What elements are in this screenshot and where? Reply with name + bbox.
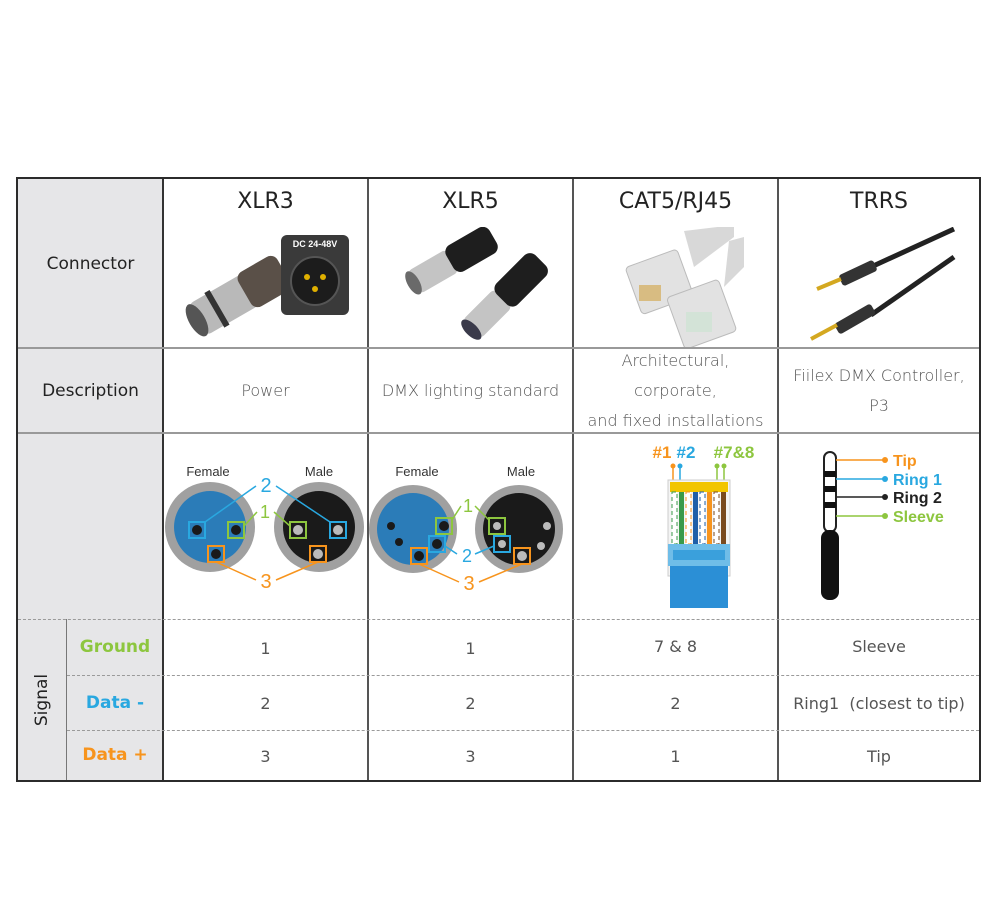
- svg-text:#1: #1: [653, 443, 672, 462]
- row-header-signal: Signal: [18, 619, 67, 780]
- svg-text:2: 2: [260, 475, 271, 497]
- xlr5-connector-photo: [405, 227, 548, 340]
- trrs-data-plus-value: Tip: [867, 746, 891, 766]
- xlr5-description-cell: DMX lighting standard: [369, 349, 572, 432]
- divider: [162, 179, 164, 780]
- trrs-title: TRRS: [850, 189, 908, 214]
- divider: [66, 619, 67, 780]
- xlr3-diagram-cell: Female Male 2 1: [164, 434, 367, 619]
- signal-data-minus-header: Data -: [67, 675, 163, 730]
- xlr5-ground-value: 1: [465, 638, 476, 658]
- row-header-description: Description: [18, 348, 163, 433]
- xlr5-header-cell: XLR5: [369, 179, 572, 347]
- rj45-cable-photo: [625, 227, 744, 347]
- trrs-diagram-cell: Tip Ring 1 Ring 2 Sleeve: [779, 434, 979, 619]
- svg-text:#2: #2: [677, 443, 696, 462]
- trrs-header-cell: TRRS: [779, 179, 979, 347]
- divider: [18, 619, 979, 620]
- xlr3-ground-value: 1: [260, 638, 271, 658]
- trrs-data-minus-value: Ring1 (closest to tip): [793, 694, 965, 713]
- signal-data-plus-header: Data +: [67, 730, 163, 780]
- svg-text:3: 3: [463, 573, 474, 595]
- divider: [18, 432, 979, 434]
- trrs-description-cell: Fiilex DMX Controller, P3: [779, 349, 979, 432]
- xlr3-data-minus-value: 2: [260, 694, 271, 713]
- xlr3-header-cell: XLR3 DC 24-48V: [164, 179, 367, 347]
- xlr3-title: XLR3: [237, 189, 294, 214]
- svg-text:1: 1: [260, 502, 270, 522]
- svg-text:Male: Male: [305, 464, 333, 479]
- signal-data-minus-label: Data -: [85, 692, 145, 713]
- divider: [777, 179, 779, 780]
- divider: [67, 675, 979, 676]
- xlr3-description-cell: Power: [164, 349, 367, 432]
- svg-text:3: 3: [260, 571, 271, 593]
- xlr5-data-minus-value: 2: [465, 694, 476, 713]
- rj45-description-line-1: Architectural,: [621, 350, 730, 370]
- signal-data-plus-label: Data +: [82, 745, 148, 765]
- rj45-ground-value: 7 & 8: [653, 636, 697, 656]
- signal-ground-label: Ground: [79, 637, 151, 657]
- trrs-ground-value: Sleeve: [852, 636, 906, 656]
- trrs-pinout-diagram: Tip Ring 1 Ring 2 Sleeve: [821, 451, 944, 600]
- divider: [67, 730, 979, 731]
- rj45-title: CAT5/RJ45: [618, 189, 733, 214]
- svg-text:DC 24-48V: DC 24-48V: [293, 239, 338, 249]
- xlr3-pinout-diagram: Female Male 2 1: [165, 464, 364, 593]
- rj45-description-line-2: corporate,: [634, 380, 717, 400]
- rj45-description-line-3: and fixed installations: [587, 410, 764, 430]
- svg-text:1: 1: [463, 496, 473, 516]
- row-header-signal-label: Signal: [32, 673, 53, 726]
- xlr3-connector-photo: DC 24-48V: [185, 235, 349, 337]
- xlr3-data-plus-value: 3: [260, 746, 271, 766]
- svg-text:Female: Female: [186, 464, 229, 479]
- xlr3-description: Power: [241, 380, 290, 400]
- svg-text:Female: Female: [395, 464, 438, 479]
- svg-text:Male: Male: [507, 464, 535, 479]
- row-header-connector-label: Connector: [46, 253, 135, 274]
- row-header-connector: Connector: [18, 179, 163, 348]
- xlr5-diagram-cell: Female Male 1: [369, 434, 572, 619]
- svg-text:2: 2: [462, 546, 472, 566]
- signal-ground-header: Ground: [67, 619, 163, 675]
- svg-text:Tip: Tip: [893, 453, 917, 470]
- trrs-description-line-2: P3: [869, 395, 889, 415]
- svg-text:Sleeve: Sleeve: [893, 509, 944, 526]
- xlr5-description: DMX lighting standard: [381, 380, 560, 400]
- rj45-header-cell: CAT5/RJ45: [574, 179, 777, 347]
- rj45-data-minus-value: 2: [670, 694, 681, 713]
- xlr5-data-plus-value: 3: [465, 746, 476, 766]
- svg-text:Ring 1: Ring 1: [893, 472, 942, 489]
- svg-text:Ring 2: Ring 2: [893, 490, 942, 507]
- xlr5-title: XLR5: [442, 189, 499, 214]
- row-header-diagram: [18, 433, 163, 619]
- xlr5-pinout-diagram: Female Male 1: [369, 464, 563, 595]
- row-header-description-label: Description: [42, 380, 139, 401]
- svg-text:#7&8: #7&8: [714, 443, 755, 462]
- trrs-cable-photo: [810, 227, 956, 341]
- rj45-description-cell: Architectural, corporate, and fixed inst…: [574, 349, 777, 432]
- divider: [367, 179, 369, 780]
- connector-comparison-table: Connector Description Signal Ground Data…: [16, 177, 981, 782]
- rj45-pinout-diagram: #1 #2 #7&8: [653, 443, 755, 608]
- rj45-diagram-cell: #1 #2 #7&8: [574, 434, 777, 619]
- trrs-description-line-1: Fiilex DMX Controller,: [793, 365, 965, 385]
- rj45-data-plus-value: 1: [670, 746, 681, 766]
- divider: [572, 179, 574, 780]
- divider: [18, 347, 979, 349]
